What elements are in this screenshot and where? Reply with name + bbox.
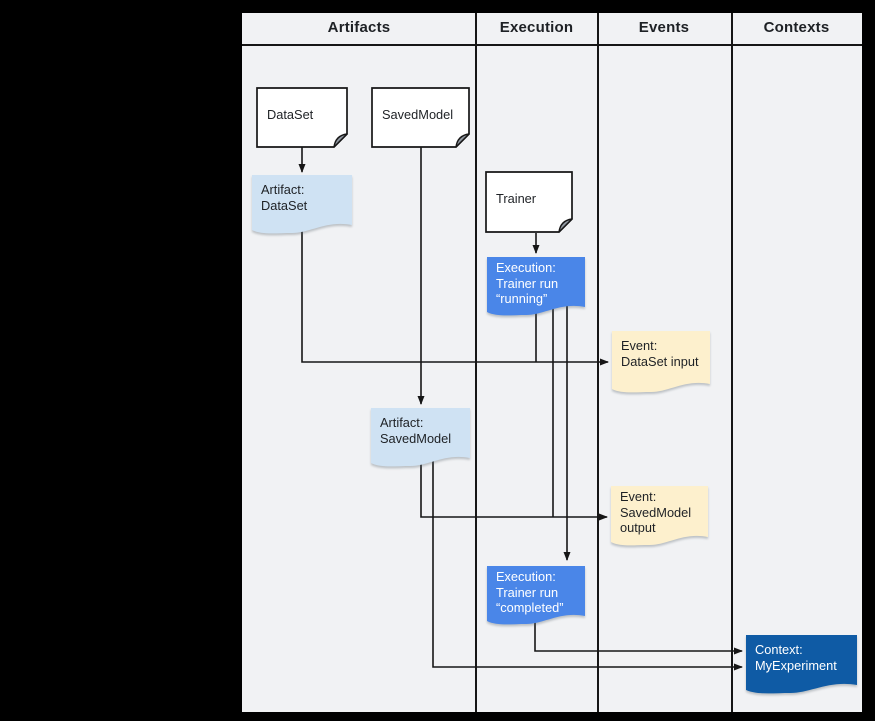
node-event-dataset-input: Event: DataSet input: [612, 331, 710, 394]
column-header-execution: Execution: [499, 19, 574, 36]
node-event-savedmodel-output: Event: SavedModel output: [611, 486, 708, 547]
column-header-artifacts: Artifacts: [327, 19, 391, 36]
node-dataset: DataSet: [256, 87, 348, 148]
node-execution-completed: Execution: Trainer run “completed”: [487, 566, 585, 626]
node-artifact-dataset: Artifact: DataSet: [252, 175, 352, 235]
node-context-myexperiment: Context: MyExperiment: [746, 635, 857, 695]
node-event-dataset-input-label: Event: DataSet input: [621, 338, 699, 369]
node-artifact-dataset-label: Artifact: DataSet: [261, 182, 308, 213]
column-header-events: Events: [638, 19, 690, 36]
node-artifact-savedmodel: Artifact: SavedModel: [371, 408, 470, 468]
node-execution-completed-label: Execution: Trainer run “completed”: [496, 569, 564, 615]
node-savedmodel-label: SavedModel: [382, 106, 454, 122]
node-trainer: Trainer: [485, 171, 573, 233]
node-trainer-label: Trainer: [496, 191, 537, 207]
column-header-contexts: Contexts: [763, 19, 830, 36]
node-dataset-label: DataSet: [267, 106, 314, 122]
column-divider: [731, 13, 733, 712]
node-context-myexperiment-label: Context: MyExperiment: [755, 642, 837, 673]
header-underline: [242, 44, 862, 46]
node-execution-running: Execution: Trainer run “running”: [487, 257, 585, 317]
node-artifact-savedmodel-label: Artifact: SavedModel: [380, 415, 452, 446]
node-execution-running-label: Execution: Trainer run “running”: [496, 260, 559, 306]
node-event-savedmodel-output-label: Event: SavedModel output: [620, 489, 692, 535]
node-savedmodel: SavedModel: [371, 87, 470, 148]
